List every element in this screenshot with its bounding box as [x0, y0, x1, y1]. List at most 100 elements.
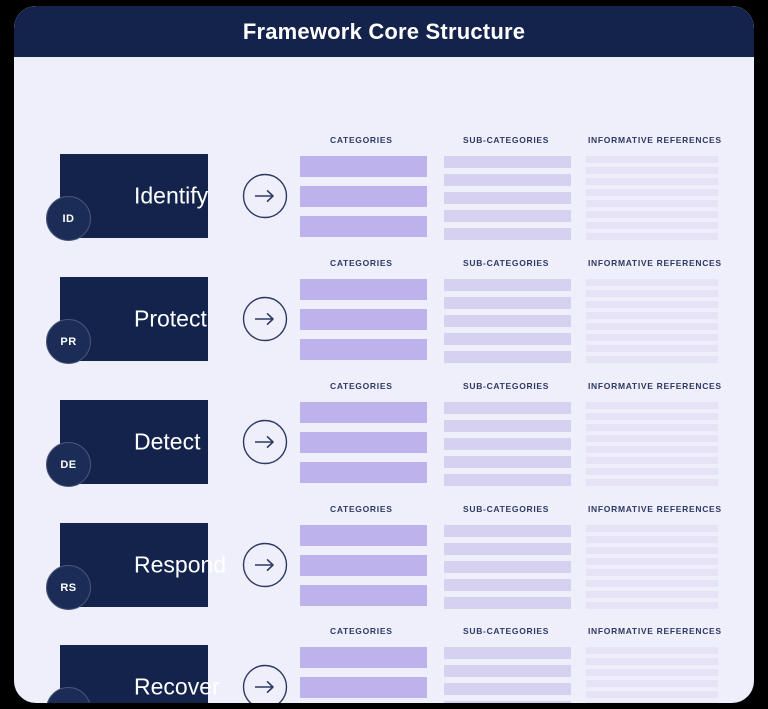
bar-item — [444, 420, 571, 432]
bar-item — [586, 468, 718, 475]
bar-item — [300, 156, 427, 177]
card-header: Framework Core Structure — [14, 6, 754, 57]
references-bars — [586, 647, 718, 703]
bar-item — [444, 597, 571, 609]
function-row: CATEGORIES SUB-CATEGORIES INFORMATIVE REFE… — [14, 135, 754, 268]
bar-item — [586, 569, 718, 576]
bar-item — [586, 536, 718, 543]
function-row: CATEGORIES SUB-CATEGORIES INFORMATIVE REFE… — [14, 258, 754, 391]
bar-item — [444, 351, 571, 363]
bar-item — [586, 446, 718, 453]
bar-item — [586, 435, 718, 442]
references-bars — [586, 402, 718, 490]
bar-item — [300, 462, 427, 483]
column-header-subcategories: SUB-CATEGORIES — [463, 504, 550, 514]
bar-item — [444, 665, 571, 677]
bar-item — [444, 402, 571, 414]
column-header-categories: CATEGORIES — [330, 135, 393, 145]
function-code-badge: PR — [46, 319, 91, 364]
bar-item — [444, 228, 571, 240]
subcategories-bars — [444, 525, 571, 615]
bar-item — [300, 647, 427, 668]
bar-item — [444, 543, 571, 555]
categories-bars — [300, 402, 427, 492]
bar-item — [444, 174, 571, 186]
bar-item — [586, 647, 718, 654]
bar-item — [586, 680, 718, 687]
bar-item — [586, 402, 718, 409]
bar-item — [586, 691, 718, 698]
arrow-right-icon — [242, 296, 288, 342]
categories-bars — [300, 279, 427, 369]
bar-item — [300, 585, 427, 606]
bar-item — [586, 222, 718, 229]
bar-item — [300, 432, 427, 453]
bar-item — [444, 210, 571, 222]
bar-item — [586, 669, 718, 676]
bar-item — [586, 525, 718, 532]
bar-item — [586, 290, 718, 297]
bar-item — [444, 647, 571, 659]
bar-item — [586, 558, 718, 565]
bar-item — [586, 658, 718, 665]
bar-item — [300, 309, 427, 330]
arrow-right-icon — [242, 419, 288, 465]
bar-item — [586, 413, 718, 420]
column-header-categories: CATEGORIES — [330, 626, 393, 636]
bar-item — [444, 333, 571, 345]
bar-item — [300, 555, 427, 576]
bar-item — [300, 677, 427, 698]
bar-item — [444, 579, 571, 591]
bar-item — [586, 233, 718, 240]
function-label: Detect — [134, 428, 201, 455]
bar-item — [586, 334, 718, 341]
bar-item — [300, 186, 427, 207]
bar-item — [444, 297, 571, 309]
bar-item — [586, 424, 718, 431]
subcategories-bars — [444, 402, 571, 492]
function-label: Protect — [134, 305, 207, 332]
bar-item — [586, 356, 718, 363]
bar-item — [586, 479, 718, 486]
bar-item — [586, 178, 718, 185]
bar-item — [586, 457, 718, 464]
subcategories-bars — [444, 647, 571, 703]
bar-item — [586, 189, 718, 196]
function-code-badge: DE — [46, 442, 91, 487]
references-bars — [586, 525, 718, 613]
bar-item — [586, 580, 718, 587]
column-header-subcategories: SUB-CATEGORIES — [463, 135, 550, 145]
bar-item — [586, 602, 718, 609]
references-bars — [586, 279, 718, 367]
column-header-references: INFORMATIVE REFERENCES — [588, 381, 722, 391]
bar-item — [586, 301, 718, 308]
column-header-categories: CATEGORIES — [330, 258, 393, 268]
categories-bars — [300, 156, 427, 246]
bar-item — [300, 216, 427, 237]
arrow-right-icon — [242, 542, 288, 588]
categories-bars — [300, 525, 427, 615]
function-label: Respond — [134, 551, 227, 578]
column-header-subcategories: SUB-CATEGORIES — [463, 258, 550, 268]
arrow-right-icon — [242, 173, 288, 219]
bar-item — [444, 315, 571, 327]
bar-item — [586, 312, 718, 319]
bar-item — [300, 279, 427, 300]
column-header-references: INFORMATIVE REFERENCES — [588, 135, 722, 145]
function-code-badge: RS — [46, 565, 91, 610]
framework-card: Framework Core Structure CATEGORIES SUB-C… — [14, 6, 754, 703]
bar-item — [586, 345, 718, 352]
bar-item — [444, 561, 571, 573]
bar-item — [586, 167, 718, 174]
bar-item — [444, 474, 571, 486]
bar-item — [444, 683, 571, 695]
bar-item — [444, 192, 571, 204]
bar-item — [586, 200, 718, 207]
page-title: Framework Core Structure — [242, 18, 526, 44]
bar-item — [586, 279, 718, 286]
column-header-categories: CATEGORIES — [330, 381, 393, 391]
subcategories-bars — [444, 279, 571, 369]
bar-item — [444, 525, 571, 537]
column-header-subcategories: SUB-CATEGORIES — [463, 381, 550, 391]
